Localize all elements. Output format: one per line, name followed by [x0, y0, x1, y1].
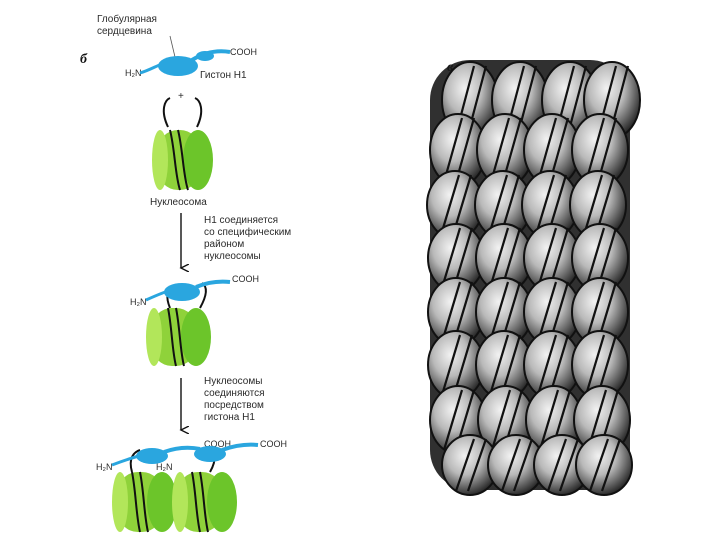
step2-line-2: соединяются — [204, 388, 265, 399]
dna-stripe — [440, 227, 462, 289]
dna-stripe — [440, 281, 462, 343]
dna-stripe — [584, 227, 606, 289]
histone-h1-top — [139, 35, 231, 76]
dna-stripe — [536, 227, 558, 289]
step1-line-2: со специфическим — [204, 227, 292, 238]
dna-stripe — [440, 334, 462, 396]
cooh-label-1: COOH — [230, 47, 257, 57]
nucleosome-bead — [575, 434, 633, 496]
step2-line-4: гистона H1 — [204, 412, 255, 423]
dna-stripe — [584, 281, 606, 343]
step2-line-3: посредством — [204, 400, 264, 411]
dna-stripe — [488, 334, 510, 396]
nucleosome-beads — [426, 61, 641, 496]
histone-h1-label: Гистон H1 — [200, 70, 247, 81]
globular-core-label-2: сердцевина — [97, 26, 152, 37]
h2n-label-3: H₂N — [96, 462, 113, 472]
dna-stripe — [584, 117, 606, 183]
dna-stripe — [500, 438, 522, 492]
dna-stripe — [548, 334, 570, 396]
step2-text: Нуклеосомы соединяются посредством гисто… — [204, 376, 265, 424]
h2n-label-1: H₂N — [125, 68, 142, 78]
dna-stripe — [442, 389, 464, 451]
histone-h1-bound — [145, 279, 231, 302]
nucleosome-3 — [112, 449, 177, 533]
step1-text: H1 соединяется со специфическим районом … — [204, 215, 291, 263]
panel-b-letter: б — [80, 52, 87, 67]
step1-line-4: нуклеосомы — [204, 251, 261, 262]
h2n-label-4: H₂N — [156, 462, 173, 472]
globular-core-label-1: Глобулярная — [97, 14, 157, 25]
dna-stripe — [558, 438, 580, 492]
dna-stripe — [439, 174, 461, 236]
dna-stripe — [487, 174, 509, 236]
dna-stripe — [488, 281, 510, 343]
nucleosome-4 — [172, 447, 237, 533]
cooh-label-3: COOH — [204, 439, 231, 449]
dna-stripe — [582, 174, 604, 236]
dna-stripe — [466, 438, 488, 492]
dna-stripe — [596, 334, 618, 396]
dna-stripe — [489, 117, 511, 183]
histone-h1-linker — [111, 442, 259, 467]
dna-stripe — [488, 227, 510, 289]
cooh-label-4: COOH — [260, 439, 287, 449]
dna-stripe — [584, 334, 606, 396]
dna-stripe — [452, 334, 474, 396]
nucleosome-2 — [146, 282, 211, 367]
dna-stripe — [490, 389, 512, 451]
dna-stripe — [500, 334, 522, 396]
h2n-label-2: H₂N — [130, 297, 147, 307]
dna-stripe — [600, 438, 622, 492]
dna-stripe — [546, 438, 568, 492]
cooh-label-2: COOH — [232, 274, 259, 284]
dna-stripe — [536, 281, 558, 343]
step2-line-1: Нуклеосомы — [204, 376, 263, 387]
plus-sign: + — [178, 91, 184, 102]
dna-stripe — [536, 117, 558, 183]
step1-line-1: H1 соединяется — [204, 215, 279, 226]
step1-line-3: районом — [204, 239, 245, 250]
dna-stripe — [536, 334, 558, 396]
dna-stripe — [512, 438, 534, 492]
dna-stripe — [454, 438, 476, 492]
dna-stripe — [588, 438, 610, 492]
nucleosome-1 — [152, 97, 213, 191]
nucleosome-label: Нуклеосома — [150, 197, 207, 208]
dna-stripe — [538, 389, 560, 451]
dna-stripe — [534, 174, 556, 236]
